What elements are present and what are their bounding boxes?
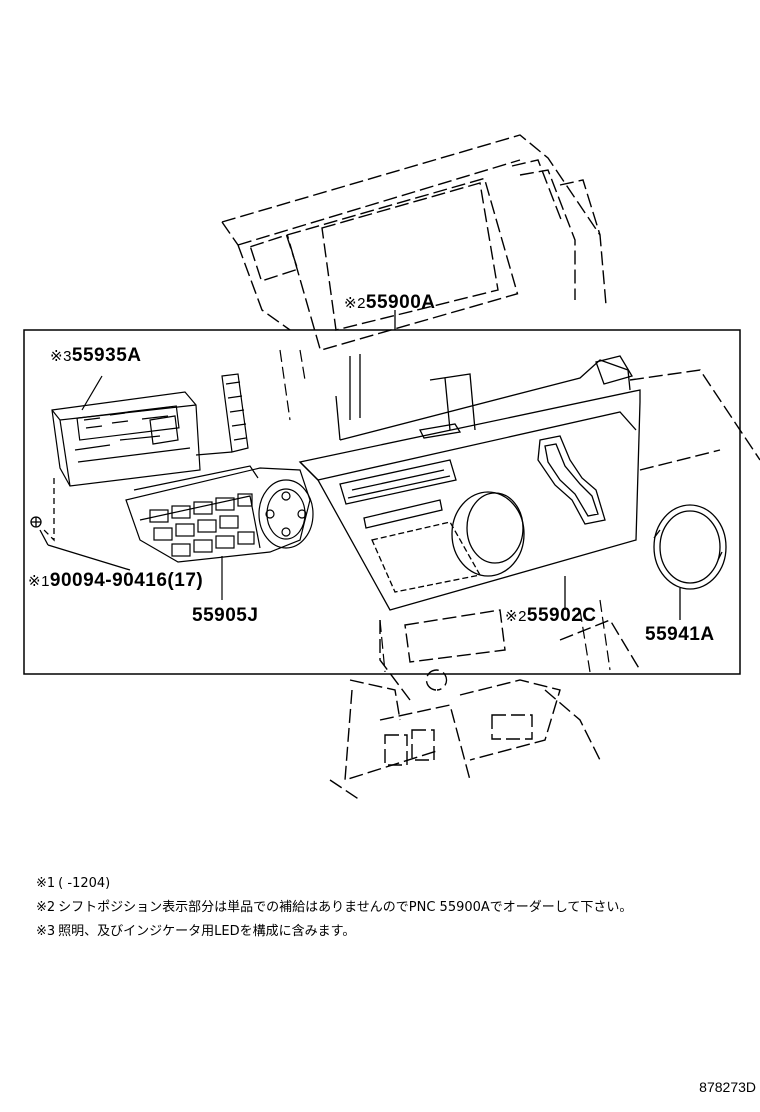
display-unit-55935A (51, 375, 201, 487)
bezel-ring-55941A (653, 504, 727, 620)
part-number: 55900A (365, 292, 436, 313)
part-number: 55941A (645, 624, 715, 645)
callout-90094[interactable]: ※190094-90416(17) (28, 570, 203, 592)
quantity: (17) (167, 570, 204, 591)
assembly-frame (23, 329, 741, 675)
note-mark: ※3 (36, 924, 56, 939)
note-text: 照明、及びインジケータ用LEDを構成に含みます。 (58, 924, 356, 939)
drawing-id: 878273D (699, 1079, 756, 1095)
note-mark: ※1 (36, 876, 56, 891)
callout-mark: ※3 (50, 348, 72, 365)
switch-panel-55905J (125, 465, 314, 600)
part-number: 55905J (192, 605, 259, 626)
footnote-1: ※1( -1204) (36, 872, 632, 896)
callout-55941A[interactable]: 55941A (645, 624, 715, 646)
screw-90094 (30, 478, 131, 571)
dashboard-outline (221, 134, 760, 801)
callout-55905J[interactable]: 55905J (192, 605, 258, 627)
note-mark: ※2 (36, 900, 56, 915)
part-number: 55902C (526, 605, 597, 626)
callout-mark: ※2 (344, 295, 366, 312)
callout-55935A[interactable]: ※355935A (50, 345, 141, 367)
note-text: ( -1204) (58, 876, 111, 891)
connector-strip (195, 373, 249, 456)
part-number: 55935A (71, 345, 142, 366)
phantom-lines-inner (279, 349, 611, 673)
note-text: シフトポジション表示部分は単品での補給はありませんのでPNC 55900Aでオー… (58, 900, 633, 915)
callout-55902C[interactable]: ※255902C (505, 605, 596, 627)
callout-55900A[interactable]: ※255900A (344, 292, 435, 314)
center-bezel-55902C (298, 354, 641, 611)
part-number: 90094-90416 (49, 570, 168, 591)
callout-mark: ※1 (28, 573, 50, 590)
callout-mark: ※2 (505, 608, 527, 625)
